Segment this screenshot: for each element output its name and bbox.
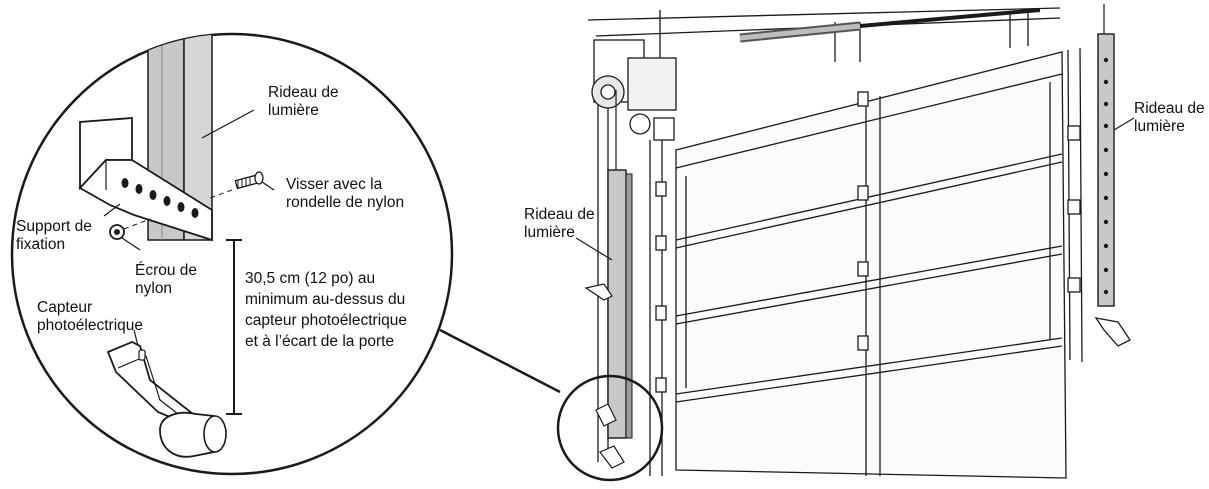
detail-curtain-label: Rideau de lumière <box>268 84 339 120</box>
torsion-spring <box>739 8 1041 43</box>
note-line: et à l’écart de la porte <box>245 333 395 350</box>
nylon-nut-label: Écrou de nylon <box>135 262 197 298</box>
bracket-holes <box>121 178 199 218</box>
detail-light-curtain-bar <box>147 34 213 241</box>
opener-motor <box>591 39 677 141</box>
hinges <box>655 91 1081 393</box>
detail-mounting-bracket <box>78 117 213 242</box>
label-line: lumière <box>524 224 575 241</box>
label-line: rondelle de nylon <box>286 194 405 211</box>
door-right-curtain-label: Rideau de lumière <box>1134 100 1205 136</box>
detail-leaders <box>103 109 275 347</box>
garage-door-view <box>587 7 1083 479</box>
photo-sensor-label: Capteur photoélectrique <box>37 299 143 335</box>
label-line: photoélectrique <box>37 317 143 334</box>
detail-magnifier <box>10 32 454 476</box>
door-detail-callout-circle <box>556 374 664 482</box>
door-left-light-curtain <box>584 90 633 469</box>
note-line: 30,5 cm (12 po) au <box>245 270 376 287</box>
mounting-bracket-label: Support de fixation <box>16 218 92 254</box>
door-right-light-curtain <box>1094 4 1131 347</box>
label-line: Rideau de <box>268 84 339 101</box>
door-left-curtain-label: Rideau de lumière <box>524 206 595 242</box>
note-line: capteur photoélectrique <box>245 312 408 329</box>
detail-circle <box>10 32 454 476</box>
detail-nylon-nut <box>109 218 151 240</box>
clearance-note: 30,5 cm (12 po) au minimum au-dessus du … <box>245 268 407 352</box>
label-line: fixation <box>16 236 66 253</box>
label-line: lumière <box>1134 118 1185 135</box>
note-line: minimum au-dessus du <box>245 291 406 308</box>
label-line: lumière <box>268 102 319 119</box>
label-line: Écrou de <box>135 262 198 279</box>
label-line: Support de <box>16 218 92 235</box>
detail-screw <box>209 171 264 199</box>
label-line: nylon <box>135 280 173 297</box>
magnifier-connector <box>439 328 561 394</box>
clearance-dimension <box>226 239 242 415</box>
label-line: Capteur <box>37 299 93 316</box>
label-line: Rideau de <box>1134 100 1205 117</box>
screw-washer-label: Visser avec la rondelle de nylon <box>286 176 404 212</box>
door-panels <box>675 51 1067 479</box>
detail-photo-sensor <box>106 341 227 458</box>
door-leaders <box>575 117 1135 261</box>
label-line: Rideau de <box>524 206 595 223</box>
label-line: Visser avec la <box>286 176 383 193</box>
